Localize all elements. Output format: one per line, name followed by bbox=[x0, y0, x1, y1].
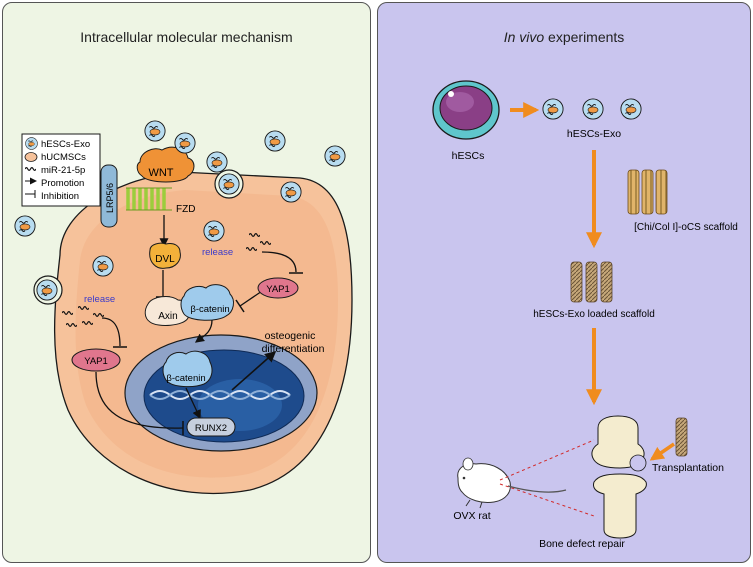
release-label-left: release bbox=[84, 294, 115, 305]
axin-label: Axin bbox=[158, 311, 177, 322]
exosome-icon bbox=[206, 151, 228, 173]
release-label-upper: release bbox=[202, 247, 233, 258]
red-dashed-line bbox=[499, 483, 595, 517]
exosome-icon bbox=[144, 120, 166, 142]
fzd-receptor bbox=[126, 188, 166, 210]
exosome-icon bbox=[174, 132, 196, 154]
osteo-label-2: differentiation bbox=[262, 343, 325, 355]
yap1-label-upper: YAP1 bbox=[266, 284, 290, 295]
osteo-label-1: osteogenic bbox=[265, 330, 316, 342]
runx2-protein bbox=[186, 417, 236, 437]
exosome-icon bbox=[203, 220, 225, 242]
lrp-label: LRP5/6 bbox=[105, 183, 115, 213]
hescs-cell bbox=[432, 80, 500, 140]
yap1-label-lower: YAP1 bbox=[84, 356, 108, 367]
bone-repair-label: Bone defect repair bbox=[539, 538, 625, 550]
transplantation-label: Transplantation bbox=[652, 462, 724, 474]
beta-catenin-label-cyto: β-catenin bbox=[190, 304, 229, 315]
exosome-icon bbox=[36, 279, 58, 301]
hescs-exo-label: hESCs-Exo bbox=[567, 128, 621, 140]
cell-icon bbox=[24, 152, 38, 162]
exosome-icon bbox=[25, 137, 38, 150]
exosome-icon bbox=[280, 181, 302, 203]
scaffold-loaded bbox=[570, 261, 613, 303]
title-italic: In vivo bbox=[503, 29, 545, 45]
wnt-label: WNT bbox=[148, 167, 173, 179]
beta-catenin-cytoplasm bbox=[180, 284, 234, 321]
beta-catenin-nuclear bbox=[162, 350, 213, 388]
fzd-label: FZD bbox=[176, 204, 195, 215]
exosome-icon bbox=[218, 173, 240, 195]
exosome-icon bbox=[324, 145, 346, 167]
exosome-icon bbox=[92, 255, 114, 277]
yap1-protein-upper bbox=[257, 277, 299, 299]
runx2-label: RUNX2 bbox=[195, 423, 227, 434]
beta-catenin-label-nuc: β-catenin bbox=[166, 373, 205, 384]
lrp-receptor bbox=[100, 164, 118, 228]
dna-helix bbox=[149, 390, 291, 400]
inhibition-icon bbox=[25, 190, 36, 198]
loaded-scaffold-label: hESCs-Exo loaded scaffold bbox=[533, 309, 655, 320]
wnt-protein bbox=[136, 146, 195, 183]
ovx-rat bbox=[457, 457, 567, 509]
legend-label: miR-21-5p bbox=[41, 165, 85, 176]
transplant-scaffold bbox=[675, 417, 688, 457]
dvl-label: DVL bbox=[155, 254, 175, 265]
exosome-icon bbox=[582, 98, 604, 120]
legend-label: Promotion bbox=[41, 178, 84, 189]
ovx-rat-label: OVX rat bbox=[453, 510, 490, 522]
legend-label: Inhibition bbox=[41, 191, 79, 202]
hescs-label: hESCs bbox=[452, 150, 485, 162]
exosome-icon bbox=[264, 130, 286, 152]
title-rest: experiments bbox=[544, 29, 625, 45]
axin-protein bbox=[144, 296, 191, 326]
legend-label: hESCs-Exo bbox=[41, 139, 90, 150]
exosome-icon bbox=[542, 98, 564, 120]
exosome-icon bbox=[620, 98, 642, 120]
right-panel-title: In vivo experiments bbox=[378, 29, 750, 45]
yap1-protein-lower bbox=[71, 348, 121, 372]
legend-label: hUCMSCs bbox=[41, 152, 86, 163]
scaffold-label: [Chi/Col I]-oCS scaffold bbox=[634, 222, 738, 233]
dvl-protein bbox=[149, 242, 181, 269]
exosome-icon bbox=[14, 215, 36, 237]
knee-joint bbox=[591, 415, 647, 539]
orange-arrow bbox=[649, 442, 675, 461]
left-panel-title: Intracellular molecular mechanism bbox=[80, 29, 293, 45]
scaffold-plain bbox=[627, 169, 668, 215]
red-dashed-line bbox=[499, 439, 595, 481]
